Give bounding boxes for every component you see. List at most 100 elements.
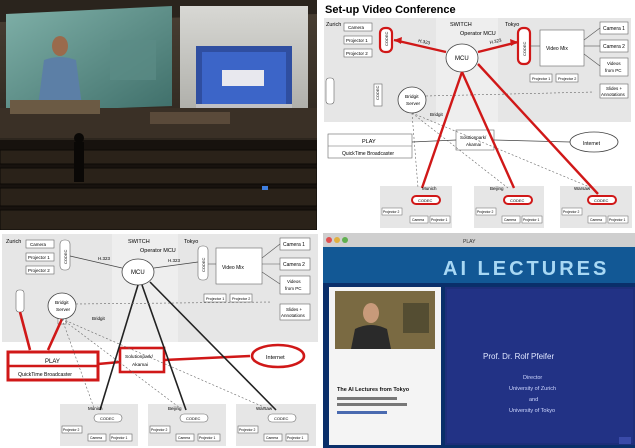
zurich-label-b: Zurich <box>6 239 21 245</box>
zurich-projector2-label: Projector 2 <box>346 51 368 56</box>
bridgit-server-node-b <box>47 292 77 320</box>
zurich-projector1-label: Projector 1 <box>346 38 368 43</box>
video-mix-label: Video Mix <box>546 46 568 52</box>
munich-codec-label: CODEC <box>418 198 433 203</box>
play-label-b: PLAY <box>45 359 60 365</box>
affiliation-1: Director <box>523 375 542 381</box>
zurich-camera-label-b: Camera <box>30 242 47 247</box>
close-button-icon[interactable] <box>326 237 332 243</box>
mcu-label-b: MCU <box>131 270 145 276</box>
warsaw-camera-label: Camera <box>590 218 602 222</box>
zurich-label: Zurich <box>326 22 341 28</box>
solutionpark-label-b2: Akamai <box>132 362 148 368</box>
video-mix-box-b <box>215 247 263 285</box>
bridgit-server-label-1: Bridgit <box>405 94 419 100</box>
slides-label: Slides + <box>606 86 623 91</box>
beijing-label: Beijing <box>490 186 504 191</box>
beijing-camera-label-b: Camera <box>178 436 190 440</box>
tokyo-label-b: Tokyo <box>184 239 198 245</box>
tokyo-codec-label: CODEC <box>522 41 527 56</box>
zurich-codec-box <box>373 83 383 107</box>
beijing-codec-label-b: CODEC <box>186 416 201 421</box>
affiliation-3: and <box>529 397 538 403</box>
beijing-projector2-label: Projector 2 <box>477 210 494 214</box>
bridgit-label-b: Bridgit <box>92 316 106 321</box>
window-title-bar <box>323 233 635 247</box>
bridgit-server-label-2: Server <box>406 101 421 107</box>
warsaw-codec-highlight <box>587 195 617 205</box>
bridgit-label: Bridgit <box>430 112 444 117</box>
munich-camera-label: Camera <box>412 218 424 222</box>
bridgit-server-node <box>397 86 427 114</box>
video-conference-diagram-bottom: Zurich SWITCH Operator MCU Tokyo Camera … <box>0 232 320 448</box>
video-mix-box <box>539 29 585 67</box>
internet-label: Internet <box>583 141 601 147</box>
zurich-projector1-box <box>343 35 373 45</box>
zurich-projector1-label-b: Projector 1 <box>28 255 50 260</box>
minimize-button-icon[interactable] <box>334 237 340 243</box>
beijing-codec-label: CODEC <box>510 198 525 203</box>
tokyo-projector2-label-b: Projector 2 <box>232 297 250 301</box>
camera2-label-b: Camera 2 <box>283 262 305 268</box>
slide-nav-icon[interactable] <box>619 437 631 444</box>
from-pc-label-b: from PC <box>285 286 302 291</box>
tokyo-codec-b <box>197 245 209 281</box>
warsaw-projector1-label-b: Projector 1 <box>287 436 304 440</box>
munich-projector1-label-b: Projector 1 <box>111 436 128 440</box>
lecture-hall-illustration <box>0 0 317 230</box>
affiliation-2: University of Zurich <box>509 386 556 392</box>
warsaw-projector1-label: Projector 1 <box>609 218 626 222</box>
annotations-label-b: Annotations <box>281 313 306 318</box>
tokyo-projector1-label-b: Projector 1 <box>206 297 224 301</box>
internet-label-b: Internet <box>266 355 285 361</box>
info-line-1 <box>337 397 397 400</box>
internet-cloud-icon-b <box>250 343 306 369</box>
h323-right-label: H.323 <box>489 37 502 44</box>
warsaw-camera-label-b: Camera <box>266 436 278 440</box>
diagram-title: Set-up Video Conference <box>325 4 456 16</box>
zurich-codec-highlight <box>378 26 394 54</box>
play-label: PLAY <box>362 139 376 145</box>
affiliation-4: University of Tokyo <box>509 408 555 414</box>
quicktime-label-b: QuickTime Broadcaster <box>18 372 72 378</box>
h323-right-label-b: H.323 <box>168 258 181 263</box>
from-pc-label: from PC <box>605 68 622 73</box>
zurich-codec-label-b: CODEC <box>63 249 68 264</box>
munich-codec-highlight <box>411 195 441 205</box>
munich-projector2-label: Projector 2 <box>383 210 400 214</box>
videos-label: Videos <box>607 61 621 66</box>
slides-box <box>599 83 629 99</box>
beijing-projector2-label-b: Projector 2 <box>151 428 168 432</box>
bridgit-server-label-b2: Server <box>56 307 71 313</box>
tokyo-projector1-box <box>529 73 553 83</box>
info-link[interactable] <box>337 411 387 414</box>
switch-region-b <box>112 234 178 342</box>
tokyo-projector2-box <box>555 73 579 83</box>
beijing-label-b: Beijing <box>168 406 182 411</box>
zurich-codec-red-label: CODEC <box>384 31 389 46</box>
video-mix-label-b: Video Mix <box>222 265 244 271</box>
beijing-camera-label: Camera <box>504 218 516 222</box>
zoom-button-icon[interactable] <box>342 237 348 243</box>
video-conference-diagram-top: Set-up Video Conference Zurich SWITCH Op… <box>322 0 635 230</box>
videos-label-b: Videos <box>287 279 301 284</box>
tokyo-label: Tokyo <box>505 22 519 28</box>
info-title: The AI Lectures from Tokyo <box>337 387 410 393</box>
operator-mcu-label: Operator MCU <box>460 31 496 37</box>
ai-lectures-page: PLAY AI LECTURES The AI Lectures from To… <box>323 233 635 448</box>
munich-projector1-label: Projector 1 <box>431 218 448 222</box>
operator-mcu-label-b: Operator MCU <box>140 248 176 254</box>
warsaw-codec-label-b: CODEC <box>274 416 289 421</box>
zurich-camera-box <box>343 22 373 32</box>
h323-left-label-b: H.323 <box>98 256 111 261</box>
camera1-label: Camera 1 <box>603 26 625 32</box>
warsaw-projector2-label-b: Projector 2 <box>239 428 256 432</box>
munich-label-b: Munich <box>88 406 103 411</box>
beijing-projector1-label: Projector 1 <box>523 218 540 222</box>
zurich-camera-label: Camera <box>348 25 365 30</box>
camera2-label: Camera 2 <box>603 44 625 50</box>
solutionpark-box-highlight <box>118 346 166 374</box>
window-title: PLAY <box>463 239 476 245</box>
tokyo-projector2-label: Projector 2 <box>558 77 576 81</box>
munich-camera-label-b: Camera <box>90 436 102 440</box>
